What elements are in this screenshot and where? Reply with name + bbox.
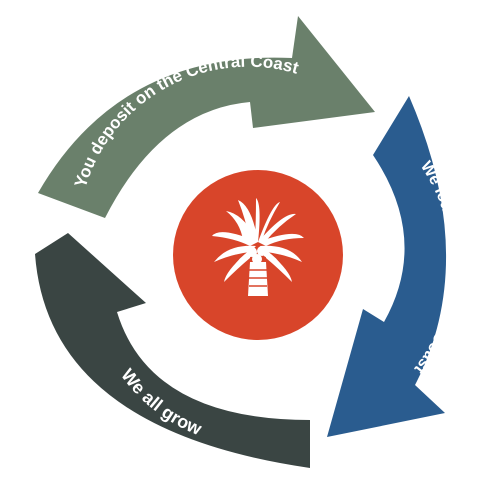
palm-tree-icon — [212, 198, 304, 296]
deposit-arrow — [38, 16, 375, 218]
grow-arrow — [35, 233, 310, 468]
loan-arrow — [327, 96, 447, 437]
